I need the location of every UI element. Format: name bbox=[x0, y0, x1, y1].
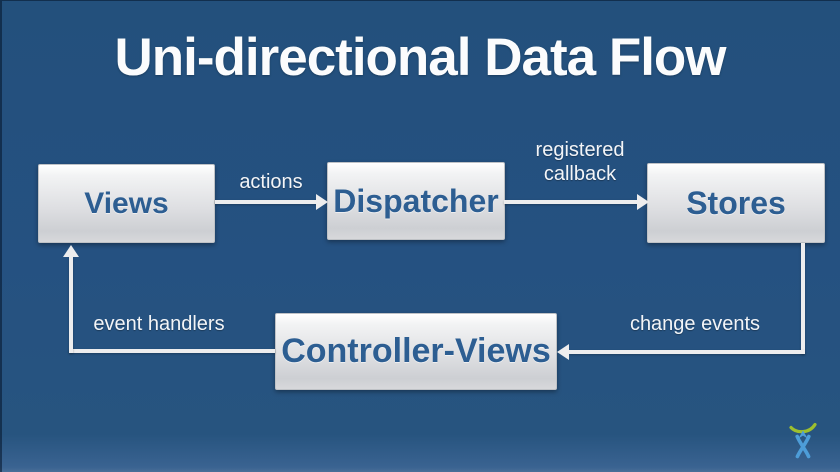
node-dispatcher: Dispatcher bbox=[327, 162, 505, 240]
atlassian-logo-icon bbox=[789, 422, 817, 459]
arrow-controller-views-to-views-line-vertical bbox=[69, 257, 73, 353]
node-controller-views: Controller-Views bbox=[275, 313, 557, 390]
edge-label-event-handlers: event handlers bbox=[93, 313, 225, 335]
arrow-dispatcher-to-stores-head-icon bbox=[637, 194, 649, 210]
arrow-stores-to-controller-views-head-icon bbox=[557, 344, 569, 360]
arrow-stores-to-controller-views-line-vertical bbox=[801, 243, 805, 354]
arrow-controller-views-to-views-line-horizontal bbox=[69, 349, 275, 353]
arrow-stores-to-controller-views-line-horizontal bbox=[569, 350, 805, 354]
node-stores: Stores bbox=[647, 163, 825, 243]
arrow-controller-views-to-views-head-icon bbox=[63, 245, 79, 257]
edge-label-registered-callback: registered callback bbox=[535, 139, 625, 185]
node-stores-label: Stores bbox=[686, 184, 786, 221]
arrow-views-to-dispatcher-head-icon bbox=[316, 194, 328, 210]
node-views-label: Views bbox=[84, 186, 169, 220]
arrow-dispatcher-to-stores-line bbox=[504, 200, 638, 204]
node-dispatcher-label: Dispatcher bbox=[333, 182, 499, 219]
slide-title: Uni-directional Data Flow bbox=[114, 28, 726, 87]
edge-label-actions: actions bbox=[239, 171, 303, 193]
node-controller-views-label: Controller-Views bbox=[281, 332, 551, 370]
arrow-views-to-dispatcher-line bbox=[215, 200, 317, 204]
node-views: Views bbox=[38, 164, 215, 243]
edge-label-change-events: change events bbox=[629, 313, 761, 335]
